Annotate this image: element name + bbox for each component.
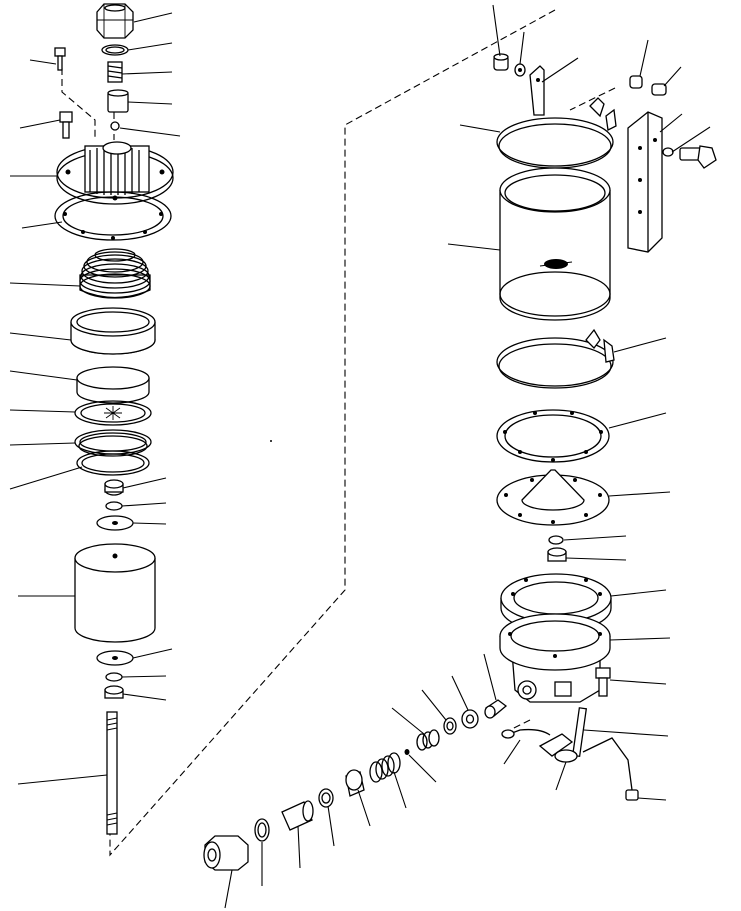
washer-bottom [318,788,334,808]
leader-lines-left [9,12,181,785]
nut-left-2 [104,685,124,699]
cartridge-cylinder [74,543,156,643]
base-housing [499,613,611,703]
finned-head-cover [56,141,174,205]
plug-fitting [484,699,508,719]
leader-lines-right [224,4,711,909]
sleeve-bottom [281,800,314,831]
spacer-pair [629,75,667,96]
o-ring-large [74,429,152,457]
cone-baffle-plate [496,469,610,526]
assembly-dashed-lines [61,9,616,857]
bolt-housing [595,667,611,697]
drain-lever-assembly [501,707,639,801]
o-ring-bottom-1 [254,818,270,842]
nut-mid-bottom [461,709,479,729]
gasket-right [496,409,610,463]
bushing-bottom [345,769,365,797]
ring-seal [76,450,150,476]
valve-sleeve [107,89,129,113]
clip-small [404,749,410,755]
angle-bracket [627,111,663,253]
washer-top-right [514,63,526,77]
spring-small [107,61,123,83]
nut-left-1 [104,479,124,496]
center-rod [106,711,118,835]
gasket-upper [54,191,172,241]
filter-body-cylinder [499,167,611,321]
o-ring-top [101,44,129,56]
band-clamp-upper [496,97,617,169]
lock-washer-left-2 [105,672,123,682]
bracket-vertical [529,65,545,116]
flat-washer-left-1 [96,515,134,531]
flat-washer-left-2 [96,650,134,666]
nut-top-right [493,53,509,71]
star-washer [74,400,152,426]
lock-washer-right [548,535,564,545]
pleated-filter-element [79,248,151,299]
hex-nut-fitting [96,3,134,39]
bolt-small-2 [59,111,73,139]
bolt-small-1 [54,47,66,71]
valve-body-small [416,729,440,751]
washer-mid-bottom [443,717,457,735]
bowl-ring [70,307,156,355]
fitting-union [203,835,249,871]
nut-right [547,547,567,562]
bolt-right-top [662,145,717,169]
band-clamp-lower [496,328,615,389]
ball [110,121,120,131]
plain-ring [76,366,150,404]
lock-washer-left-1 [105,501,123,511]
